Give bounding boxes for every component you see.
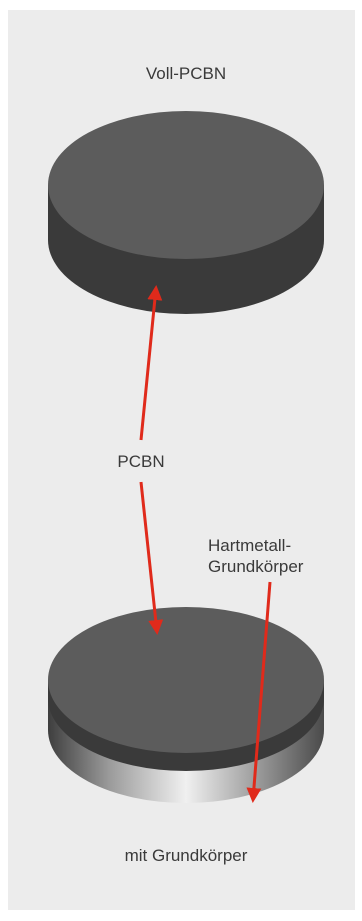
pcbn-label: PCBN (117, 452, 165, 471)
tipped-pcbn-label: mit Grundkörper (124, 846, 248, 865)
solid-pcbn-label: Voll-PCBN (145, 64, 227, 83)
solid-pcbn-disc (48, 111, 324, 314)
arrow-to-solid-pcbn (139, 285, 163, 441)
carbide-label-line1: Hartmetall- (208, 536, 292, 555)
carbide-label-line2: Grundkörper (208, 557, 304, 576)
arrow-to-carbide-substrate (246, 581, 272, 803)
solid-pcbn-top-face (48, 111, 324, 259)
pcbn-layer-top-face (48, 607, 324, 753)
arrow-to-pcbn-layer (139, 481, 164, 635)
tipped-pcbn-disc (48, 607, 324, 803)
